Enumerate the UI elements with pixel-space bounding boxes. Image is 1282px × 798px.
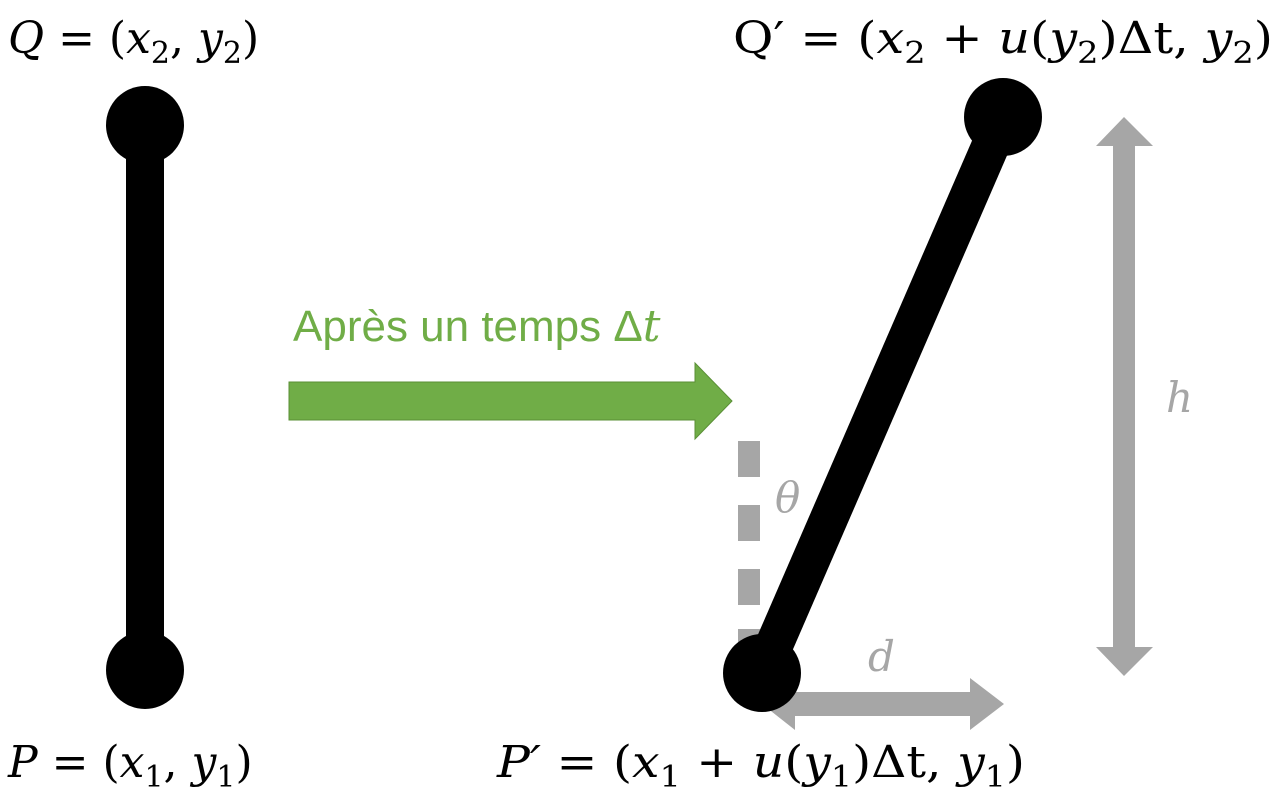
dash-2 [738, 505, 760, 541]
transition-label: Après un temps Δt [293, 301, 661, 352]
rod-deformed [723, 78, 1042, 712]
dash-1 [738, 441, 760, 477]
label-d: d [868, 632, 895, 681]
point-q-initial [106, 86, 184, 164]
label-p-initial: P = (x1, y1) [7, 737, 253, 795]
displacement-d-arrow [762, 678, 1004, 730]
point-q-deformed [964, 78, 1042, 156]
point-p-initial [106, 631, 184, 709]
rod-deformed-segment [744, 109, 1021, 681]
label-q-deformed: Q′ = (x2 + u(y2)Δt, y2) [733, 13, 1273, 71]
label-theta: θ [775, 473, 800, 522]
vertical-reference-dashes [738, 441, 760, 649]
height-h-arrow [1096, 117, 1153, 676]
point-p-deformed [723, 634, 801, 712]
label-p-deformed: P′ = (x1 + u(y1)Δt, y1) [496, 737, 1025, 795]
transition-arrow [288, 361, 733, 441]
label-h: h [1166, 373, 1193, 422]
rod-initial [106, 86, 184, 709]
label-q-initial: Q = (x2, y2) [8, 13, 259, 71]
dash-3 [738, 569, 760, 605]
